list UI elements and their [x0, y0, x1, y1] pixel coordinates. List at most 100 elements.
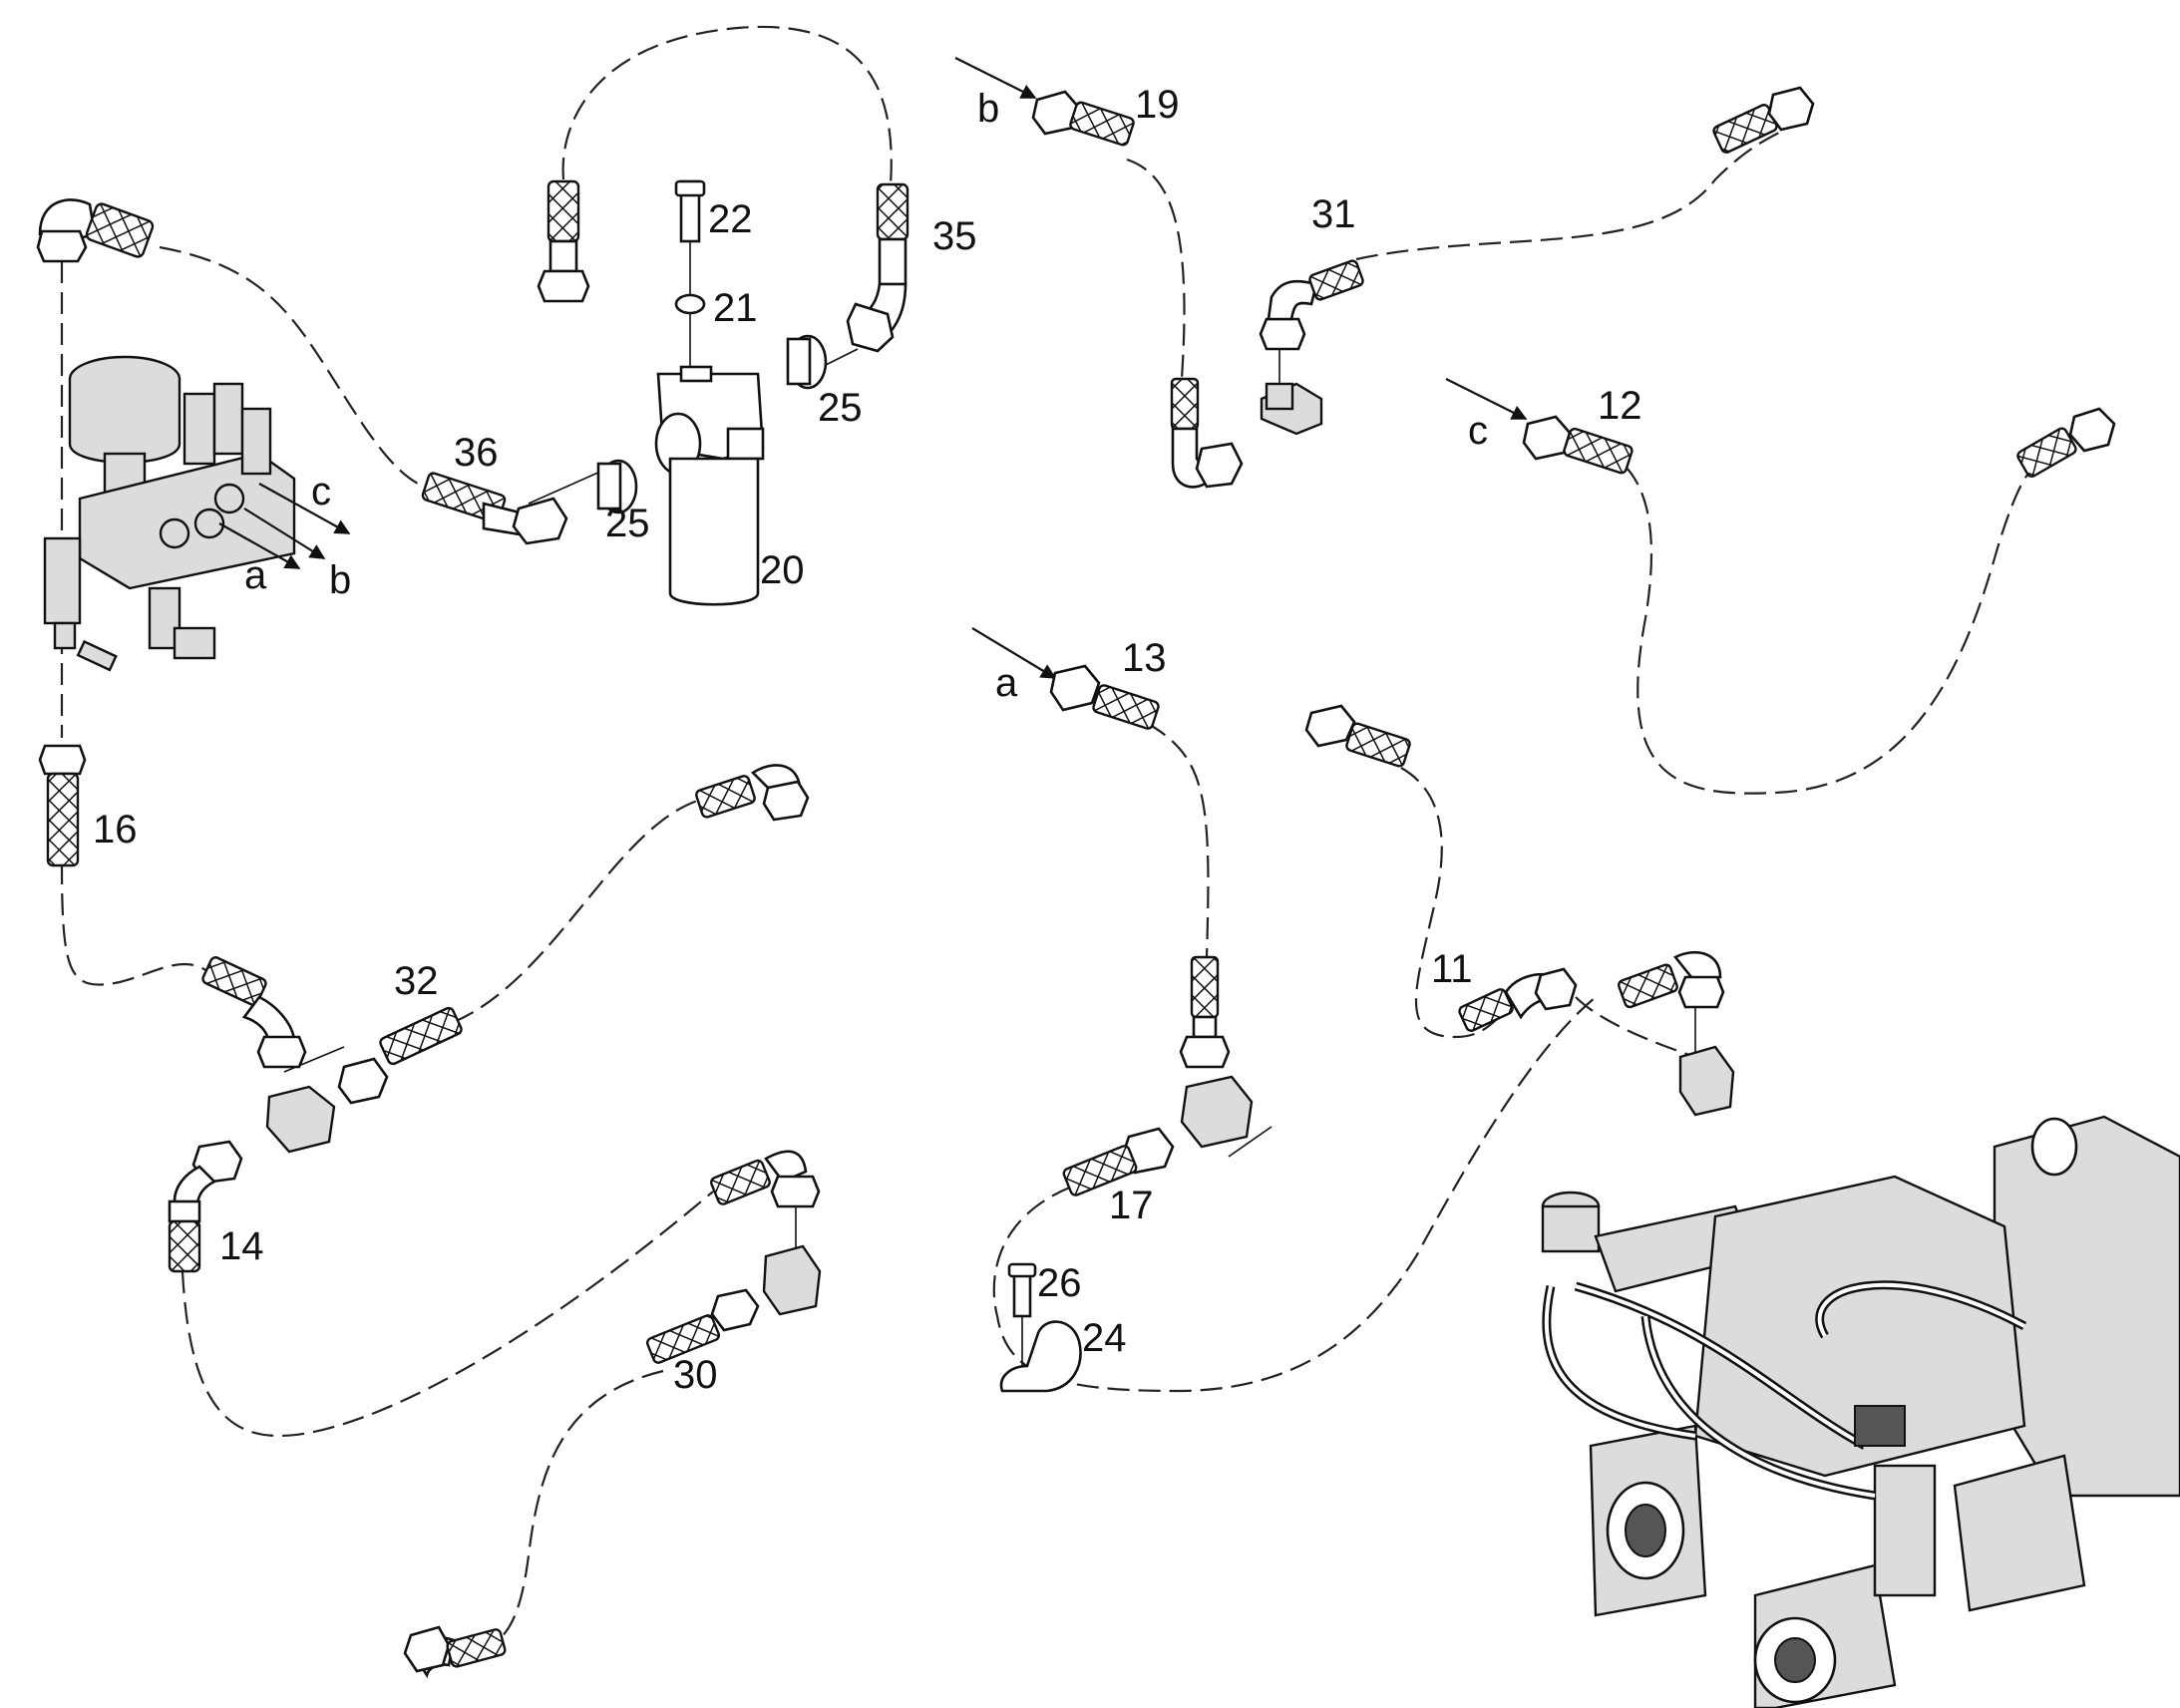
hose-19-lower-crimp: [1170, 377, 1200, 431]
tee-right: [1678, 1045, 1735, 1117]
filter-outlet-block: [726, 427, 765, 461]
callout-14: 14: [219, 1224, 264, 1268]
tee-32: [265, 1085, 336, 1154]
hose-30-route: [468, 1369, 664, 1657]
hose-31-group: [1259, 86, 1815, 436]
hose-13-nut: [1049, 664, 1101, 712]
hose-11-route: [1400, 767, 1507, 1039]
adapter-25-right-thread: [786, 337, 812, 386]
hose-30-bottom-nut: [403, 1625, 451, 1673]
hose-35-left-ferrule: [548, 239, 578, 273]
hose-12-route: [1625, 466, 2035, 795]
callout-25-right: 25: [818, 386, 863, 430]
hose-30-mid-nut: [710, 1288, 760, 1332]
overview-hose-1: [1542, 1285, 1696, 1441]
hose-31-route: [1355, 129, 1786, 261]
overview-motor-right: [1953, 1454, 2086, 1612]
callout-13: 13: [1122, 636, 1167, 680]
overview-accumulator-body: [1541, 1204, 1601, 1253]
hose-36: [421, 472, 568, 545]
hose-35-right-crimp: [876, 182, 909, 241]
letter-b-valve: b: [329, 558, 351, 602]
hose-31-crimp: [1308, 259, 1364, 301]
hose-12-crimp: [1563, 427, 1634, 475]
hose-32-far-nut: [762, 780, 810, 822]
callout-25-left: 25: [605, 502, 650, 545]
hose-35-left-crimp: [546, 179, 580, 243]
hose-36-nut: [512, 497, 568, 545]
overview-hose-3-highlight: [1817, 1282, 2025, 1338]
hose-14-route: [181, 1191, 714, 1438]
pressure-switch-tip: [53, 621, 77, 650]
hose-13-crimp: [1092, 684, 1160, 730]
hose-11-nut: [1534, 967, 1578, 1011]
letter-a-valve: a: [244, 553, 267, 597]
washer-21: [674, 293, 706, 315]
overview-pump-bottom-bore: [1774, 1637, 1816, 1683]
hose-14-group: [168, 1140, 243, 1273]
clamp-24: [999, 1320, 1082, 1393]
overview-hose-2-highlight: [1575, 1284, 1866, 1448]
hose-17-route: [992, 996, 1597, 1393]
port-a: [159, 517, 190, 549]
hose-35-right-ferrule: [878, 237, 908, 286]
hose-11-right-route: [1575, 996, 1696, 1059]
callout-31: 31: [1311, 192, 1356, 236]
hose-11-group: [1304, 704, 1735, 1117]
overview-filter: [1873, 1464, 1937, 1597]
hose-13-group: a: [971, 627, 1254, 1149]
hose-35: [537, 179, 909, 353]
hose-16-lower-crimp: [46, 772, 80, 867]
overview-lift-eye: [2030, 1117, 2078, 1177]
callout-22: 22: [708, 197, 753, 241]
arrow-c: [258, 483, 351, 534]
callout-30: 30: [673, 1353, 718, 1397]
hose-32-nut: [337, 1057, 389, 1105]
adapter-25-left-thread: [596, 462, 622, 511]
hose-19-group: b: [954, 57, 1244, 489]
callout-35: 35: [932, 214, 977, 258]
hose-14-ferrule: [168, 1199, 201, 1223]
hose-12-group: c: [1445, 378, 2116, 478]
filter-head-boss: [679, 365, 713, 383]
solenoid-1: [182, 392, 216, 466]
hose-13-route: [1146, 722, 1210, 958]
callout-21: 21: [713, 286, 758, 330]
hose-11-top-nut: [1304, 704, 1356, 748]
filter-assembly: [596, 179, 828, 606]
hose-35-right-nut: [846, 302, 895, 353]
hose-30-elbow: [764, 1150, 808, 1184]
hose-32-route: [453, 796, 709, 1024]
valve-block-assembly: c b a: [43, 355, 351, 672]
callout-26: 26: [1037, 1261, 1082, 1305]
hose-30-top-nut: [770, 1175, 821, 1208]
bolt-22-head: [674, 179, 706, 197]
hose-35-left-nut: [537, 269, 590, 303]
test-nipple: [76, 639, 118, 672]
hose-35-route: [561, 25, 893, 185]
callout-17: 17: [1109, 1184, 1154, 1227]
screw-26-head: [1007, 1262, 1037, 1278]
callout-24: 24: [1082, 1316, 1127, 1360]
hose-16-lower-nut: [38, 744, 87, 776]
hose-12-far-crimp: [2016, 427, 2077, 478]
port-b: [193, 508, 225, 539]
solenoid-2: [212, 382, 244, 456]
hose-17-group: [1062, 1127, 1175, 1196]
tee-17: [1180, 1075, 1254, 1149]
hose-16-lower-route: [60, 861, 220, 986]
arrow-c-top: [1445, 378, 1528, 420]
tee-31-port: [1265, 382, 1294, 411]
hose-left-crimp: [201, 956, 267, 1006]
hose-13-ferrule: [1192, 1015, 1218, 1039]
arrow-a-mid: [971, 627, 1057, 679]
letter-b-hose: b: [977, 87, 999, 131]
hose-31-far-nut: [1767, 86, 1815, 132]
hose-32-crimp: [379, 1006, 463, 1066]
hose-right-elbow: [1672, 950, 1722, 984]
port-c: [213, 483, 245, 514]
hose-13-lower-nut: [1179, 1035, 1231, 1069]
hose-36-route: [159, 245, 450, 496]
hose-11-crimp: [1458, 988, 1514, 1032]
